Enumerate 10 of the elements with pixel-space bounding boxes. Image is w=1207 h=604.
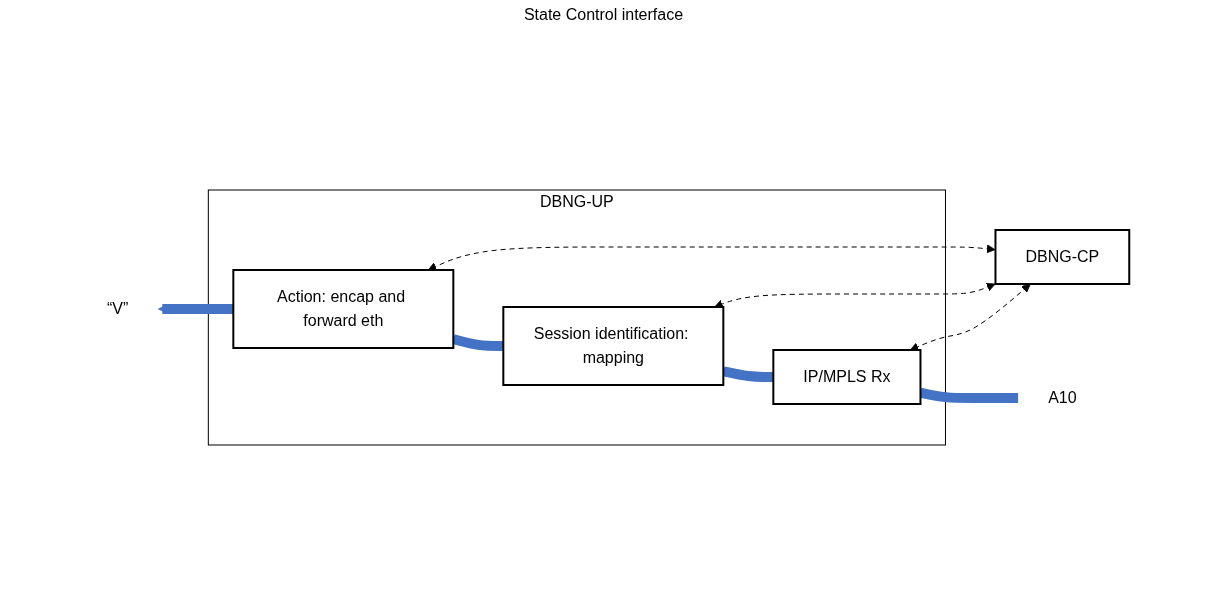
node-box: DBNG-CP (994, 228, 1131, 285)
node-box: IP/MPLS Rx (772, 348, 922, 405)
interface-label: State Control interface (523, 6, 684, 23)
node-box: Action: encap and forward eth (232, 268, 455, 349)
arrow (910, 283, 1031, 351)
node-text: “V” (107, 299, 129, 317)
arrow (428, 243, 996, 271)
node-text: A10 (1048, 388, 1077, 406)
arrow (714, 282, 996, 308)
node-box: Session identification: mapping (502, 305, 725, 386)
